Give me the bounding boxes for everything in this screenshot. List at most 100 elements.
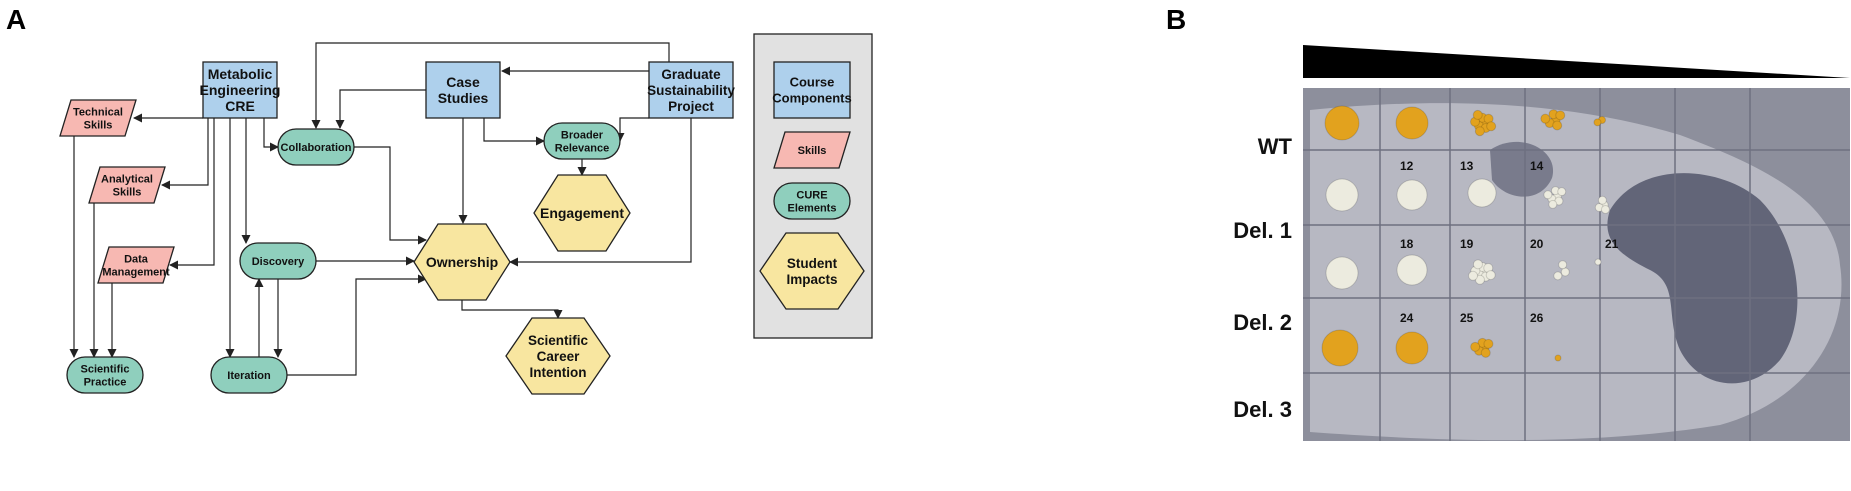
graduate-project-shape xyxy=(648,61,734,119)
metabolic-cre-shape xyxy=(202,61,278,119)
case-studies-shape xyxy=(425,61,501,119)
grid-number: 14 xyxy=(1530,159,1544,173)
ownership-shape xyxy=(413,223,511,301)
legend-cure-elements-label: CURE xyxy=(796,189,827,201)
colony-spot xyxy=(1474,274,1485,285)
plate-grid xyxy=(1303,88,1850,441)
panel-a-letter: A xyxy=(6,4,27,35)
case-studies-label: Case xyxy=(446,74,480,90)
data-management-label: Management xyxy=(102,266,170,278)
legend-course-components-shape xyxy=(773,61,851,119)
colony-spot xyxy=(1325,256,1359,290)
diagram-arrow xyxy=(509,118,692,267)
grid-number: 13 xyxy=(1460,159,1474,173)
colony-spot xyxy=(1472,259,1483,270)
grid-number: 18 xyxy=(1400,237,1414,251)
diagram-arrow xyxy=(287,274,427,376)
colony-spot xyxy=(1474,126,1485,137)
legend-course-components-label: Components xyxy=(772,91,851,106)
engagement-label: Engagement xyxy=(540,205,624,221)
colony-spots xyxy=(1321,105,1610,367)
colony-spot xyxy=(1395,106,1429,140)
panel-b-letter: B xyxy=(1166,4,1187,35)
iteration-label: Iteration xyxy=(227,370,271,382)
colony-spot xyxy=(1480,347,1491,358)
colony-spot xyxy=(1395,331,1429,365)
grid-number: 25 xyxy=(1460,311,1474,325)
colony-spot xyxy=(1597,195,1607,205)
case-studies-label: Studies xyxy=(438,90,489,106)
diagram-arrow xyxy=(161,118,209,190)
colony-spot xyxy=(1593,118,1602,127)
row-label-del-1: Del. 1 xyxy=(1233,218,1292,243)
career-intention-shape xyxy=(505,317,611,395)
colony-spot xyxy=(1467,178,1497,208)
colony-spot xyxy=(1558,260,1568,270)
legend-student-impacts-label: Impacts xyxy=(786,272,837,287)
legend-cure-elements-label: Elements xyxy=(788,202,837,214)
career-intention-label: Career xyxy=(537,349,581,364)
collaboration-shape xyxy=(277,128,355,166)
colony-spot xyxy=(1485,270,1496,281)
diagram-edges xyxy=(69,42,692,376)
colony-spot xyxy=(1324,105,1360,141)
metabolic-cre-label: Engineering xyxy=(200,82,281,98)
colony-spot xyxy=(1483,338,1494,349)
broader-relevance-shape xyxy=(543,122,621,160)
grid-number: 12 xyxy=(1400,159,1414,173)
grid-number: 24 xyxy=(1400,311,1414,325)
row-label-del-3: Del. 3 xyxy=(1233,397,1292,422)
graduate-project-label: Project xyxy=(668,99,714,114)
row-label-del-2: Del. 2 xyxy=(1233,310,1292,335)
colony-spot xyxy=(1553,271,1563,281)
collaboration-label: Collaboration xyxy=(281,142,352,154)
metabolic-cre-label: Metabolic xyxy=(208,66,273,82)
legend-cure-elements-shape xyxy=(773,182,851,220)
dilution-gradient-wedge xyxy=(1303,45,1850,78)
colony-spot xyxy=(1486,121,1497,132)
colony-spot xyxy=(1560,267,1570,277)
colony-spot xyxy=(1543,190,1553,200)
legend-skills-label: Skills xyxy=(798,145,827,157)
diagram-arrow xyxy=(311,42,670,129)
scientific-practice-label: Scientific xyxy=(81,363,130,375)
metabolic-cre-label: CRE xyxy=(225,98,255,114)
legend-student-impacts-shape xyxy=(759,232,865,310)
colony-spot xyxy=(1552,120,1563,131)
colony-spot xyxy=(1557,187,1567,197)
data-management-label: Data xyxy=(124,253,149,265)
colony-spot xyxy=(1540,113,1551,124)
colony-spot xyxy=(1594,258,1602,266)
data-management-shape xyxy=(97,246,175,284)
analytical-skills-label: Analytical xyxy=(101,173,153,185)
grid-number: 20 xyxy=(1530,237,1544,251)
ownership-label: Ownership xyxy=(426,254,498,270)
colony-spot xyxy=(1472,109,1483,120)
scientific-practice-label: Practice xyxy=(84,376,127,388)
analytical-skills-label: Skills xyxy=(113,186,142,198)
colony-spot xyxy=(1548,199,1558,209)
grid-number: 26 xyxy=(1530,311,1544,325)
technical-skills-shape xyxy=(59,99,137,137)
diagram-arrow xyxy=(354,146,427,245)
graduate-project-label: Sustainability xyxy=(647,83,735,98)
diagram-arrow xyxy=(615,117,649,142)
graduate-project-label: Graduate xyxy=(661,67,721,82)
analytical-skills-shape xyxy=(88,166,166,204)
colony-spot xyxy=(1468,270,1479,281)
technical-skills-label: Technical xyxy=(73,106,123,118)
engagement-shape xyxy=(533,174,631,252)
grid-number: 21 xyxy=(1605,237,1619,251)
broader-relevance-label: Relevance xyxy=(555,142,609,154)
career-intention-label: Intention xyxy=(530,365,587,380)
diagram-arrow xyxy=(461,300,563,319)
colony-spot xyxy=(1555,110,1566,121)
discovery-shape xyxy=(239,242,317,280)
iteration-shape xyxy=(210,356,288,394)
colony-spot xyxy=(1396,179,1428,211)
colony-spot xyxy=(1470,341,1481,352)
